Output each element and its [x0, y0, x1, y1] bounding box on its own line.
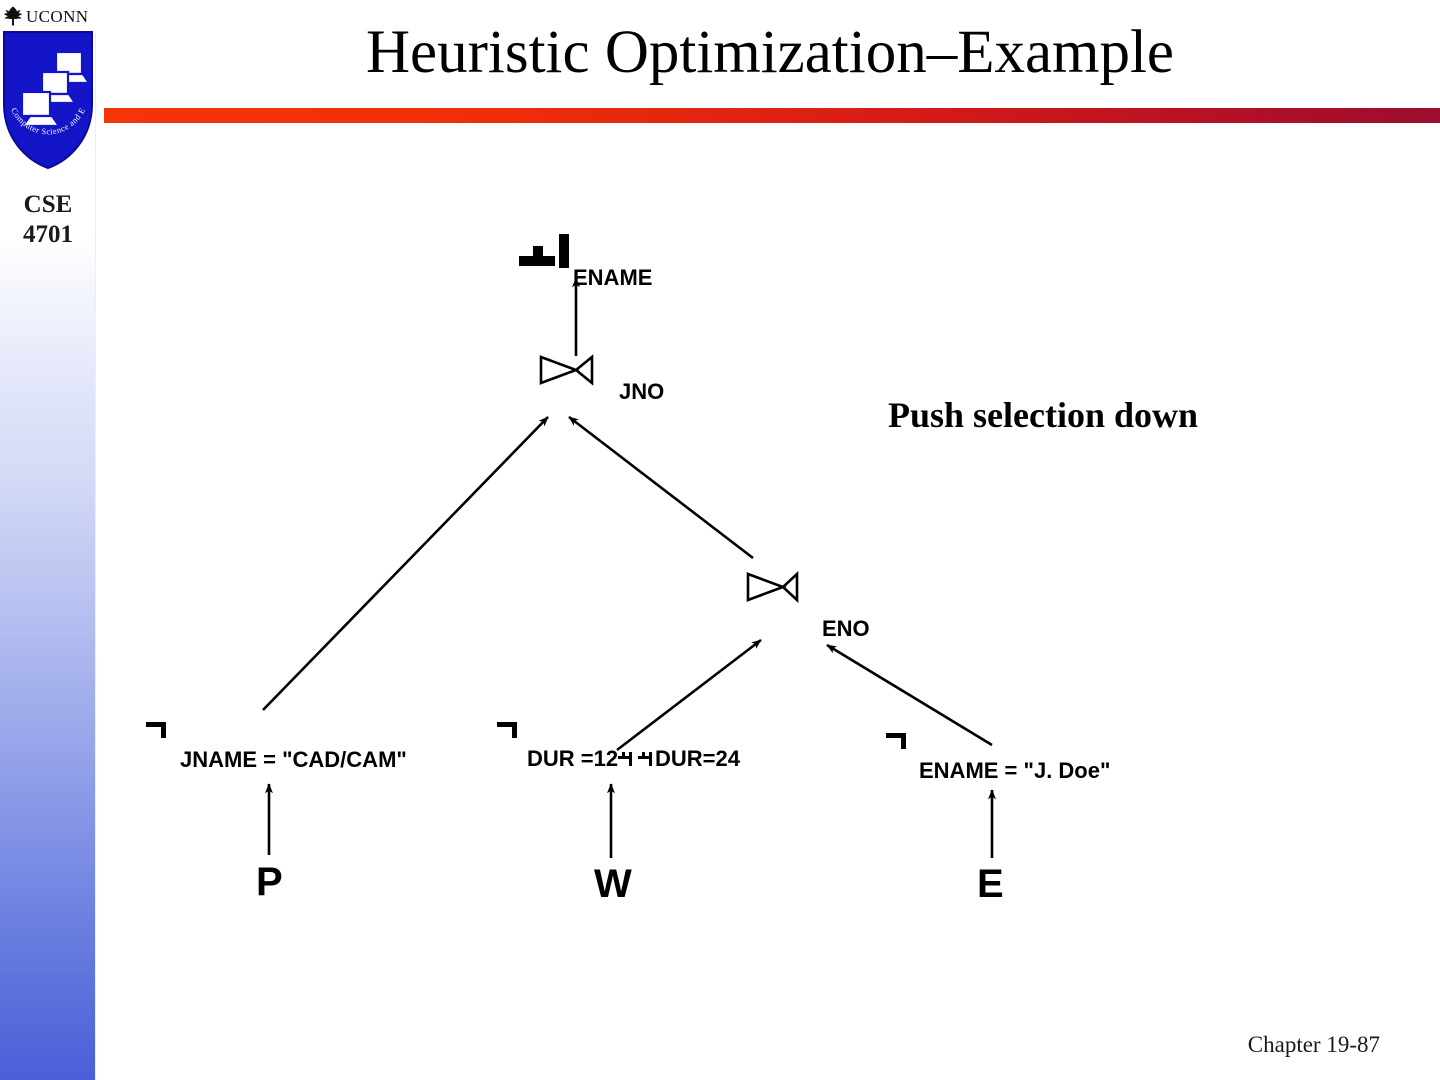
select-jname-predicate-label: JNAME = "CAD/CAM" — [180, 747, 407, 772]
relation-e: E — [977, 862, 1004, 906]
select-dur-predicate-left: DUR =12 — [527, 746, 619, 771]
sidebar-divider — [95, 0, 96, 1080]
edge-join-eno-to-join-jno — [568, 415, 754, 560]
select-dur-predicate-right: DUR=24 — [655, 746, 740, 771]
uconn-oak-icon — [4, 6, 22, 26]
course-code-line2: 4701 — [23, 221, 73, 248]
annotation-note: Push selection down — [888, 395, 1199, 435]
join-symbol-jno — [539, 354, 594, 386]
edge-sel-jname-to-join-jno — [262, 416, 549, 711]
course-code: CSE 4701 — [0, 190, 96, 250]
logical-or-glyph-b — [638, 752, 653, 768]
select-ename-predicate-label: ENAME = "J. Doe" — [919, 758, 1111, 783]
slide-footer: Chapter 19-87 — [1247, 1032, 1380, 1057]
uconn-wordmark: UCONN — [26, 6, 89, 26]
logical-or-glyph-a — [618, 752, 633, 768]
course-code-line1: CSE — [23, 191, 73, 218]
join-jno-attribute-label: JNO — [619, 379, 665, 404]
title-accent-rule — [104, 108, 1440, 123]
cse-shield-logo: Computer Science and Engineering — [0, 23, 96, 170]
page-title: Heuristic Optimization–Example — [365, 19, 1175, 86]
edge-sel-ename-to-join-eno — [826, 643, 993, 747]
join-eno-attribute-label: ENO — [822, 616, 870, 641]
select-symbol-sigma-dur — [497, 722, 517, 742]
project-symbol-pi — [519, 234, 571, 274]
select-symbol-sigma-jname — [146, 722, 166, 742]
relation-w: W — [594, 862, 632, 906]
relation-p: P — [256, 860, 283, 904]
join-symbol-eno — [746, 571, 799, 603]
edge-sel-dur-to-join-eno — [616, 638, 762, 752]
select-symbol-sigma-ename — [886, 733, 906, 753]
project-attribute-label: ENAME — [573, 265, 653, 290]
uconn-brand-band: UCONN — [0, 0, 110, 32]
sidebar — [0, 0, 96, 1080]
